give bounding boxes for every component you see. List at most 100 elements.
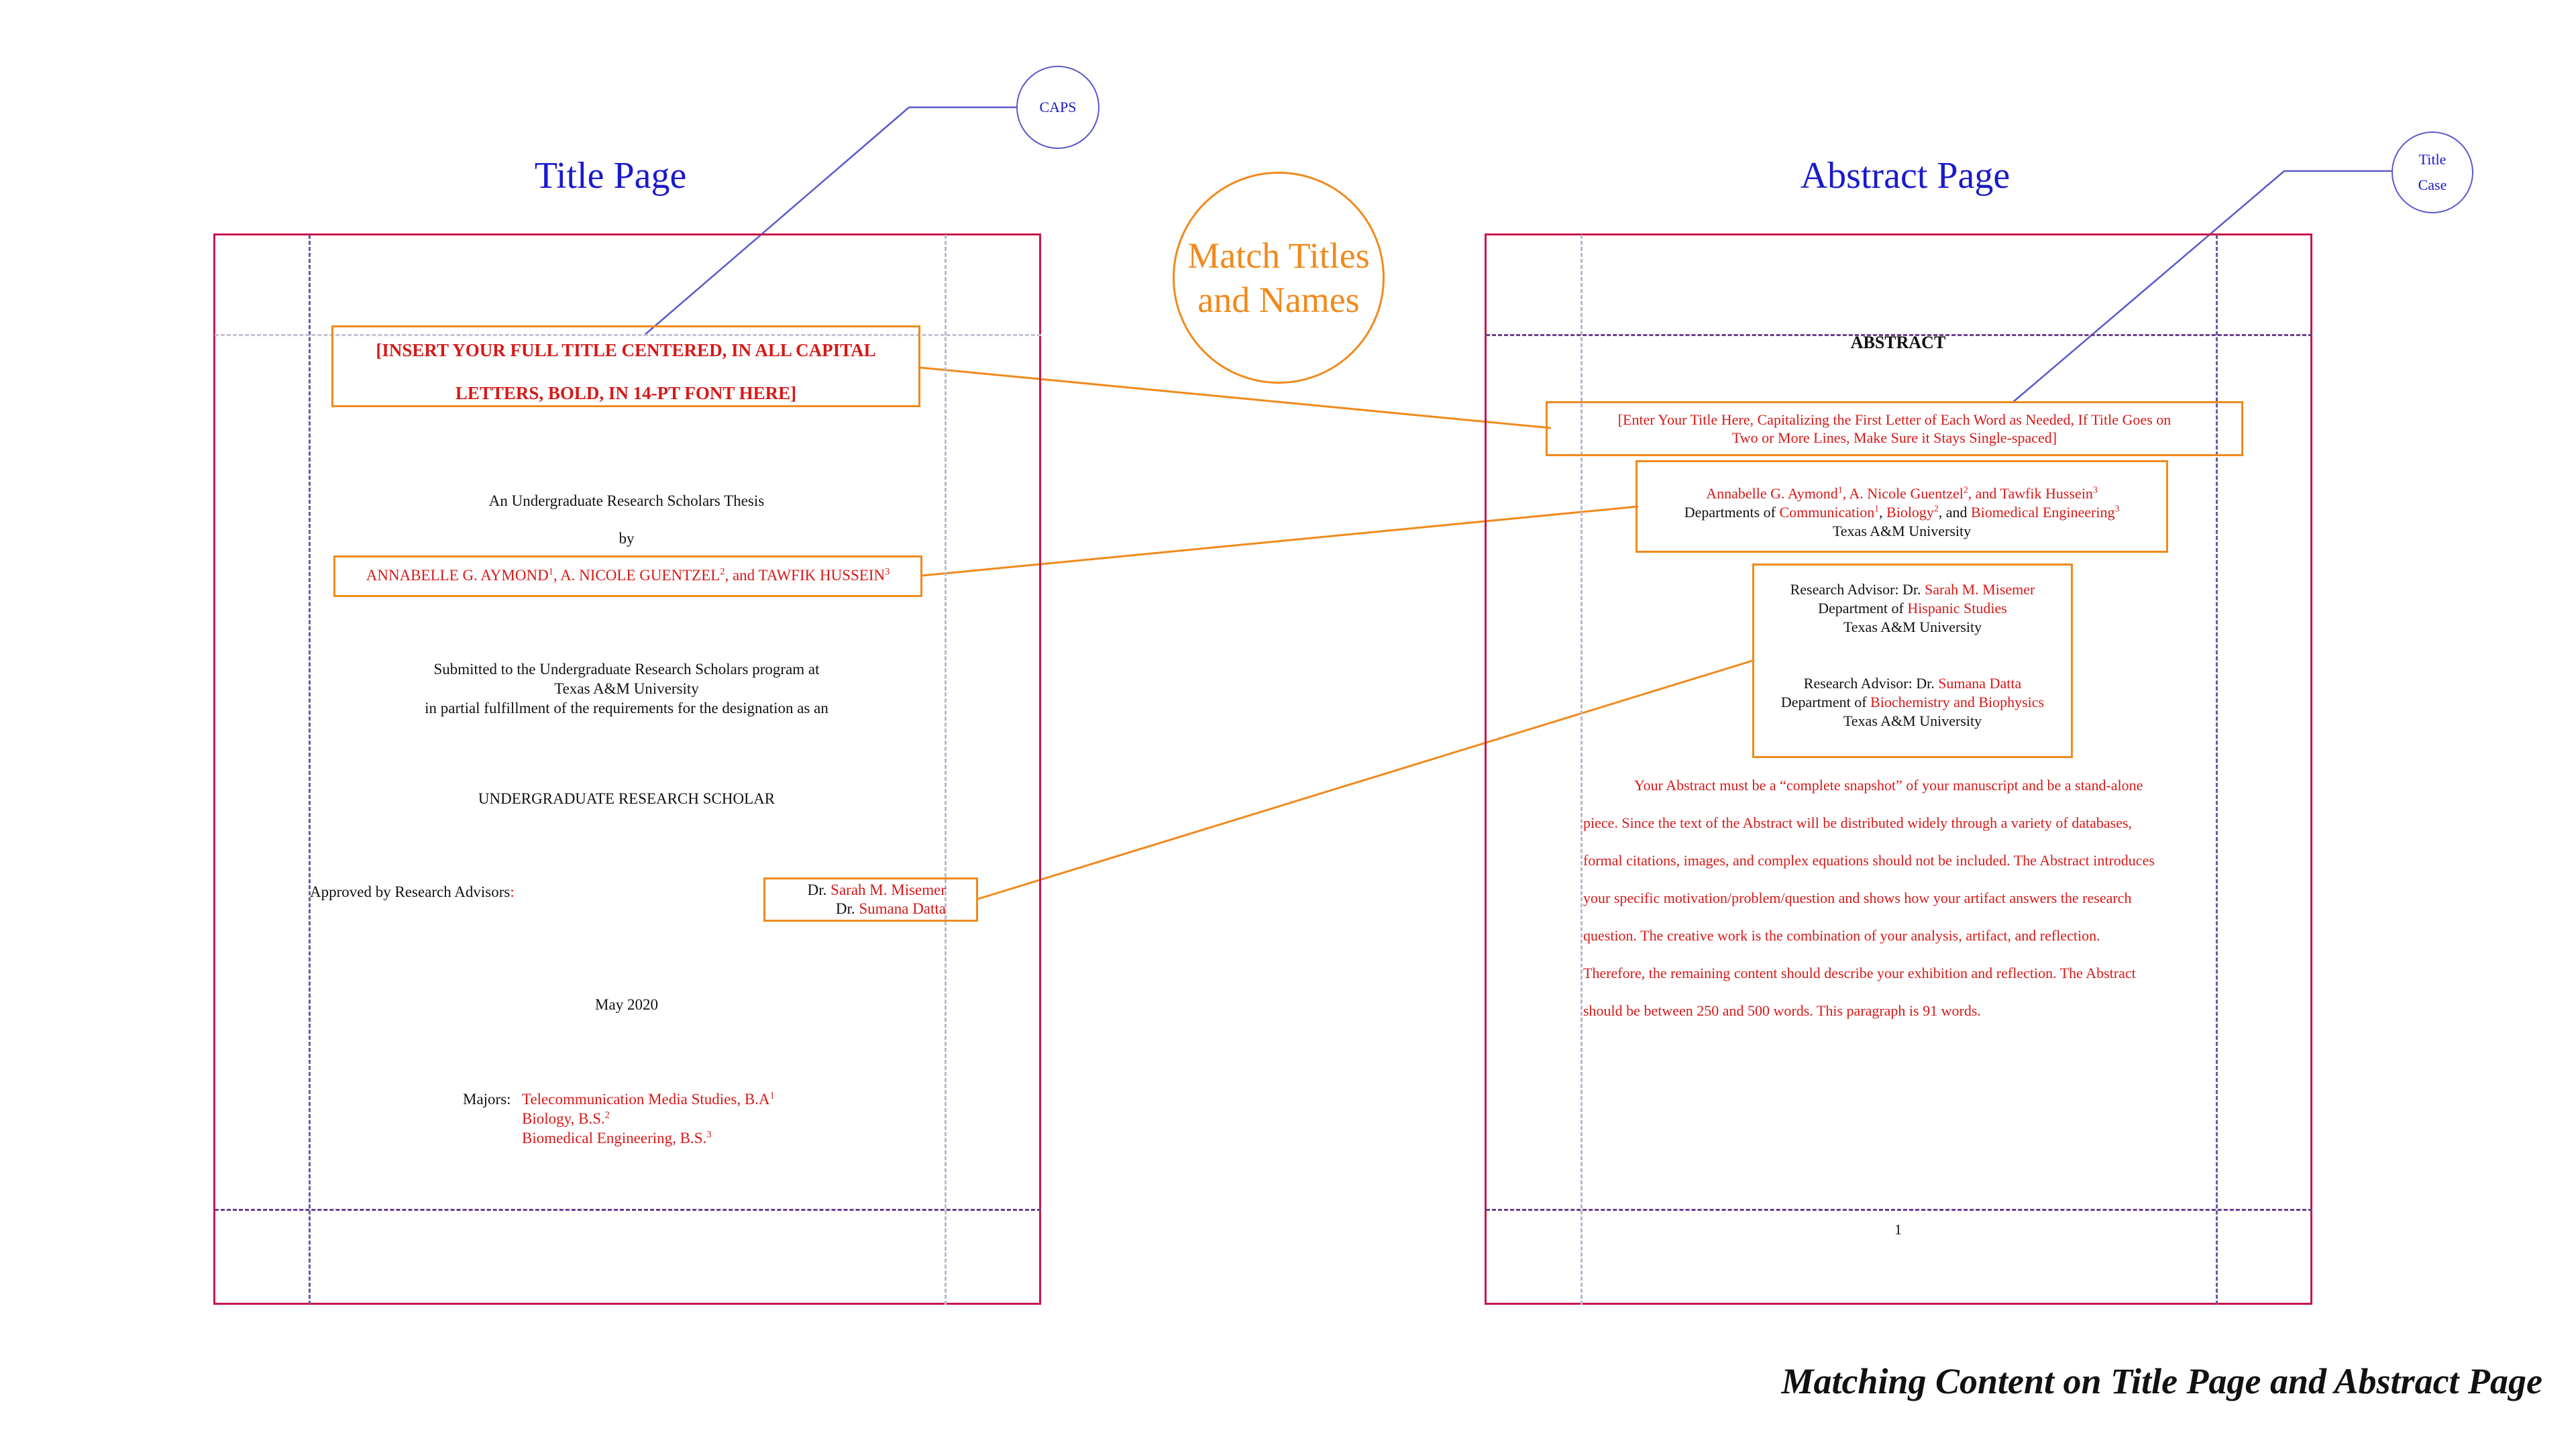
department-1: Communication bbox=[1779, 504, 1875, 521]
abstract-author-3-sup: 3 bbox=[2092, 484, 2098, 495]
abstract-author-2-sup: 2 bbox=[1963, 484, 1968, 495]
major-1-sup: 1 bbox=[769, 1090, 775, 1102]
match-titles-line1: Match Titles bbox=[1187, 235, 1370, 276]
title-case-callout: Title Case bbox=[2392, 131, 2473, 213]
abstract-advisor-2-univ: Texas A&M University bbox=[1843, 712, 1982, 729]
caps-callout-label: CAPS bbox=[1039, 99, 1077, 115]
abstract-author-3: Tawfik Hussein bbox=[2000, 485, 2093, 502]
title-case-leader-diagonal bbox=[2012, 170, 2285, 403]
designation: UNDERGRADUATE RESEARCH SCHOLAR bbox=[478, 790, 775, 807]
department-1-sep: , bbox=[1879, 504, 1887, 521]
title-page-authors: ANNABELLE G. AYMOND1, A. NICOLE GUENTZEL… bbox=[333, 566, 922, 585]
abstract-body-line-7: should be between 250 and 500 words. Thi… bbox=[1583, 1002, 1981, 1019]
submitted-line1: Submitted to the Undergraduate Research … bbox=[433, 661, 820, 678]
department-3-sup: 3 bbox=[2114, 503, 2120, 514]
approved-by-label: Approved by Research Advisors: bbox=[310, 882, 515, 902]
approved-by-colon: : bbox=[510, 883, 515, 900]
submission-date: May 2020 bbox=[595, 996, 658, 1013]
department-2: Biology bbox=[1886, 504, 1934, 521]
major-3: Biomedical Engineering, B.S.3 bbox=[522, 1128, 775, 1148]
title-case-callout-line2: Case bbox=[2418, 176, 2447, 193]
abstract-body-line-3: formal citations, images, and complex eq… bbox=[1583, 852, 2155, 869]
authors-match-connector bbox=[922, 505, 1639, 577]
caps-callout: CAPS bbox=[1016, 66, 1099, 149]
abstract-advisor-1-dept-name: Hispanic Studies bbox=[1907, 600, 2007, 616]
abstract-departments: Departments of Communication1, Biology2,… bbox=[1635, 503, 2168, 522]
abstract-author-1-sup: 1 bbox=[1837, 484, 1843, 495]
title-page-left-margin-guide bbox=[309, 235, 311, 1305]
department-3: Biomedical Engineering bbox=[1971, 504, 2115, 521]
major-2-sup: 2 bbox=[604, 1110, 610, 1121]
major-1: Telecommunication Media Studies, B.A1 bbox=[522, 1089, 775, 1109]
title-page-title-line1: [INSERT YOUR FULL TITLE CENTERED, IN ALL… bbox=[376, 340, 876, 360]
abstract-author-2-sep: , and bbox=[1968, 485, 2000, 502]
abstract-advisor-2-dept: Department of Biochemistry and Biophysic… bbox=[1752, 693, 2073, 712]
title-page-bottom-margin-guide bbox=[215, 1209, 1041, 1211]
abstract-body-line-1: Your Abstract must be a “complete snapsh… bbox=[1634, 777, 2143, 794]
abstract-advisor-1-name: Sarah M. Misemer bbox=[1925, 581, 2035, 598]
major-1-name: Telecommunication Media Studies, B.A bbox=[522, 1091, 770, 1108]
abstract-page-left-margin-guide bbox=[1580, 235, 1582, 1305]
title-page-advisors-box bbox=[763, 877, 978, 922]
department-2-sep: , and bbox=[1938, 504, 1972, 521]
abstract-authors-block: Annabelle G. Aymond1, A. Nicole Guentzel… bbox=[1635, 484, 2168, 541]
abstract-page-heading: Abstract Page bbox=[1800, 155, 2010, 197]
thesis-label: An Undergraduate Research Scholars Thesi… bbox=[488, 492, 765, 509]
by-label: by bbox=[619, 530, 635, 547]
title-page-authors-box bbox=[333, 555, 922, 597]
abstract-author-1: Annabelle G. Aymond bbox=[1706, 485, 1838, 502]
title-page-top-margin-guide bbox=[215, 334, 1041, 336]
abstract-body-line-2: piece. Since the text of the Abstract wi… bbox=[1583, 814, 2133, 831]
author-3-sup: 3 bbox=[885, 566, 890, 578]
advisors-match-connector bbox=[977, 659, 1753, 900]
abstract-advisor-2-label: Research Advisor: Dr. bbox=[1803, 675, 1939, 692]
author-2: A. NICOLE GUENTZEL bbox=[560, 567, 720, 584]
abstract-advisor-1-univ: Texas A&M University bbox=[1843, 619, 1982, 635]
majors-label: Majors: bbox=[463, 1091, 511, 1108]
abstract-page-number: 1 bbox=[1894, 1221, 1902, 1238]
abstract-page-right-margin-guide bbox=[2216, 235, 2218, 1305]
author-1-sep: , bbox=[553, 567, 561, 584]
abstract-page-frame bbox=[1485, 233, 2312, 1305]
abstract-advisor-2-dept-name: Biochemistry and Biophysics bbox=[1870, 694, 2045, 710]
abstract-advisor-1-label: Research Advisor: Dr. bbox=[1790, 581, 1925, 598]
abstract-advisor-1: Research Advisor: Dr. Sarah M. Misemer bbox=[1752, 580, 2073, 599]
abstract-title: [Enter Your Title Here, Capitalizing the… bbox=[1546, 411, 2243, 447]
approved-by-text: Approved by Research Advisors bbox=[310, 883, 511, 900]
abstract-title-line1: [Enter Your Title Here, Capitalizing the… bbox=[1617, 411, 2171, 428]
abstract-advisor-1-dept: Department of Hispanic Studies bbox=[1752, 599, 2073, 618]
abstract-body-line-4: your specific motivation/problem/questio… bbox=[1583, 890, 2132, 906]
author-1-sup: 1 bbox=[548, 566, 553, 578]
author-2-sup: 2 bbox=[720, 566, 725, 578]
major-2-name: Biology, B.S. bbox=[522, 1110, 605, 1127]
abstract-advisor-2-dept-label: Department of bbox=[1780, 694, 1871, 710]
abstract-advisors-box bbox=[1752, 564, 2073, 758]
advisor-2-name: Sumana Datta bbox=[859, 900, 946, 917]
abstract-title-box bbox=[1546, 401, 2243, 456]
majors-list: Telecommunication Media Studies, B.A1 Bi… bbox=[522, 1089, 775, 1148]
footer-caption: Matching Content on Title Page and Abstr… bbox=[1781, 1361, 2542, 1401]
caps-leader-diagonal bbox=[643, 107, 910, 336]
abstract-authors-box bbox=[1635, 460, 2168, 553]
department-1-sup: 1 bbox=[1874, 503, 1880, 514]
abstract-body-line-6: Therefore, the remaining content should … bbox=[1583, 965, 2136, 981]
title-match-connector bbox=[920, 366, 1552, 429]
abstract-heading: ABSTRACT bbox=[1850, 333, 1946, 352]
abstract-title-line2: Two or More Lines, Make Sure it Stays Si… bbox=[1731, 429, 2057, 446]
advisor-2: Dr. Sumana Datta bbox=[763, 900, 946, 918]
submitted-statement: Submitted to the Undergraduate Research … bbox=[309, 659, 945, 718]
abstract-body-line-5: question. The creative work is the combi… bbox=[1583, 927, 2100, 944]
abstract-university: Texas A&M University bbox=[1832, 523, 1972, 539]
submitted-line3: in partial fulfillment of the requiremen… bbox=[425, 700, 828, 716]
match-titles-line2: and Names bbox=[1197, 280, 1360, 320]
major-3-sup: 3 bbox=[706, 1129, 712, 1140]
title-page-title: [INSERT YOUR FULL TITLE CENTERED, IN ALL… bbox=[331, 329, 920, 415]
advisor-1-name: Sarah M. Misemer bbox=[830, 881, 946, 898]
abstract-authors: Annabelle G. Aymond1, A. Nicole Guentzel… bbox=[1635, 484, 2168, 503]
title-case-callout-line1: Title bbox=[2418, 151, 2447, 168]
title-page-title-line2: LETTERS, BOLD, IN 14-PT FONT HERE] bbox=[455, 383, 797, 403]
title-page-title-box bbox=[331, 325, 920, 407]
title-page-frame bbox=[213, 233, 1041, 1305]
abstract-advisor-1-dept-label: Department of bbox=[1818, 600, 1908, 616]
abstract-advisor-2-block: Research Advisor: Dr. Sumana Datta Depar… bbox=[1752, 674, 2073, 731]
